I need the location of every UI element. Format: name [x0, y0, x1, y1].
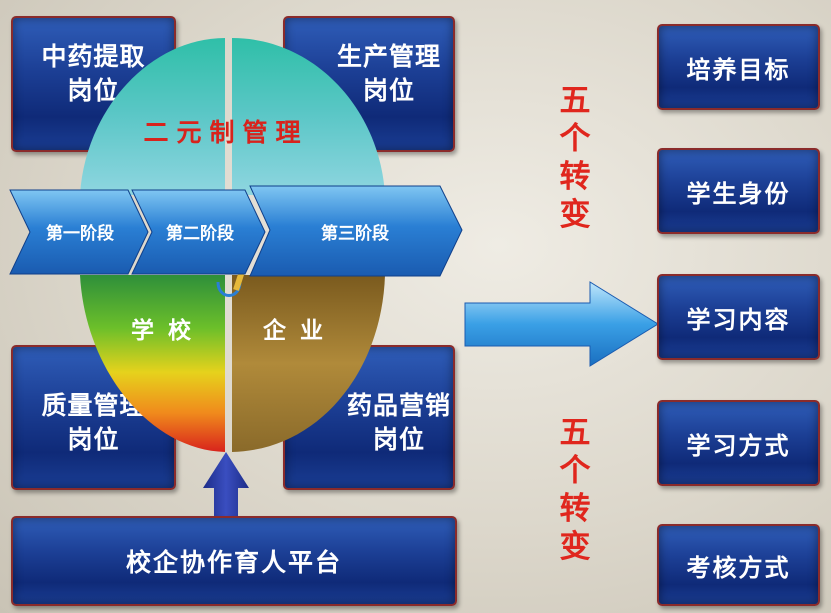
- vtext-char: 变: [559, 529, 591, 565]
- stage-label-2: 第二阶段: [166, 223, 234, 244]
- ellipse-top-right: [232, 38, 385, 195]
- platform-label: 校企协作育人平台: [125, 548, 342, 577]
- stage-label-1: 第一阶段: [46, 223, 114, 244]
- enterprise-label: 企业: [262, 317, 337, 344]
- post-label-line2: 岗位: [67, 424, 120, 454]
- post-label-line2: 岗位: [362, 76, 415, 105]
- big-right-arrow: [464, 281, 659, 367]
- ellipse-bottom-right-enterprise: [232, 275, 385, 452]
- vtext-char: 转: [559, 159, 591, 195]
- change-label: 培养目标: [686, 55, 791, 84]
- stage-label-3: 第三阶段: [321, 223, 389, 244]
- stage-arrow-1: [9, 189, 149, 275]
- change-box-learning-method: 学习方式: [657, 400, 820, 486]
- ellipse-top-left: [80, 38, 225, 195]
- dual-management-label: 二元制管理: [143, 118, 308, 147]
- post-label-line2: 岗位: [372, 424, 425, 454]
- stage-arrow-3: [249, 185, 463, 277]
- up-arrow: [203, 452, 249, 522]
- change-label: 学生身份: [686, 179, 791, 208]
- platform-box: 校企协作育人平台: [11, 516, 457, 606]
- change-label: 考核方式: [686, 553, 791, 582]
- five-changes-text-bottom: 五 个 转 变: [555, 414, 595, 566]
- change-label: 学习内容: [686, 305, 791, 334]
- five-changes-text-top: 五 个 转 变: [555, 82, 595, 234]
- change-box-assessment-method: 考核方式: [657, 524, 820, 606]
- change-box-training-goal: 培养目标: [657, 24, 820, 110]
- stage-arrow-2: [131, 189, 266, 275]
- vtext-char: 个: [559, 121, 591, 157]
- change-box-student-identity: 学生身份: [657, 148, 820, 234]
- vtext-char: 变: [559, 197, 591, 233]
- post-label-line1: 生产管理: [336, 42, 441, 71]
- post-label-line1: 药品营销: [346, 390, 451, 420]
- vtext-char: 个: [559, 453, 591, 489]
- school-label: 学校: [131, 317, 205, 344]
- vtext-char: 五: [559, 415, 591, 451]
- post-label-line2: 岗位: [67, 76, 120, 105]
- vtext-char: 转: [559, 491, 591, 527]
- change-label: 学习方式: [686, 431, 791, 460]
- vtext-char: 五: [559, 83, 591, 119]
- ellipse-bottom-left-school: [80, 275, 225, 452]
- change-box-learning-content: 学习内容: [657, 274, 820, 360]
- post-label-line1: 中药提取: [41, 42, 146, 71]
